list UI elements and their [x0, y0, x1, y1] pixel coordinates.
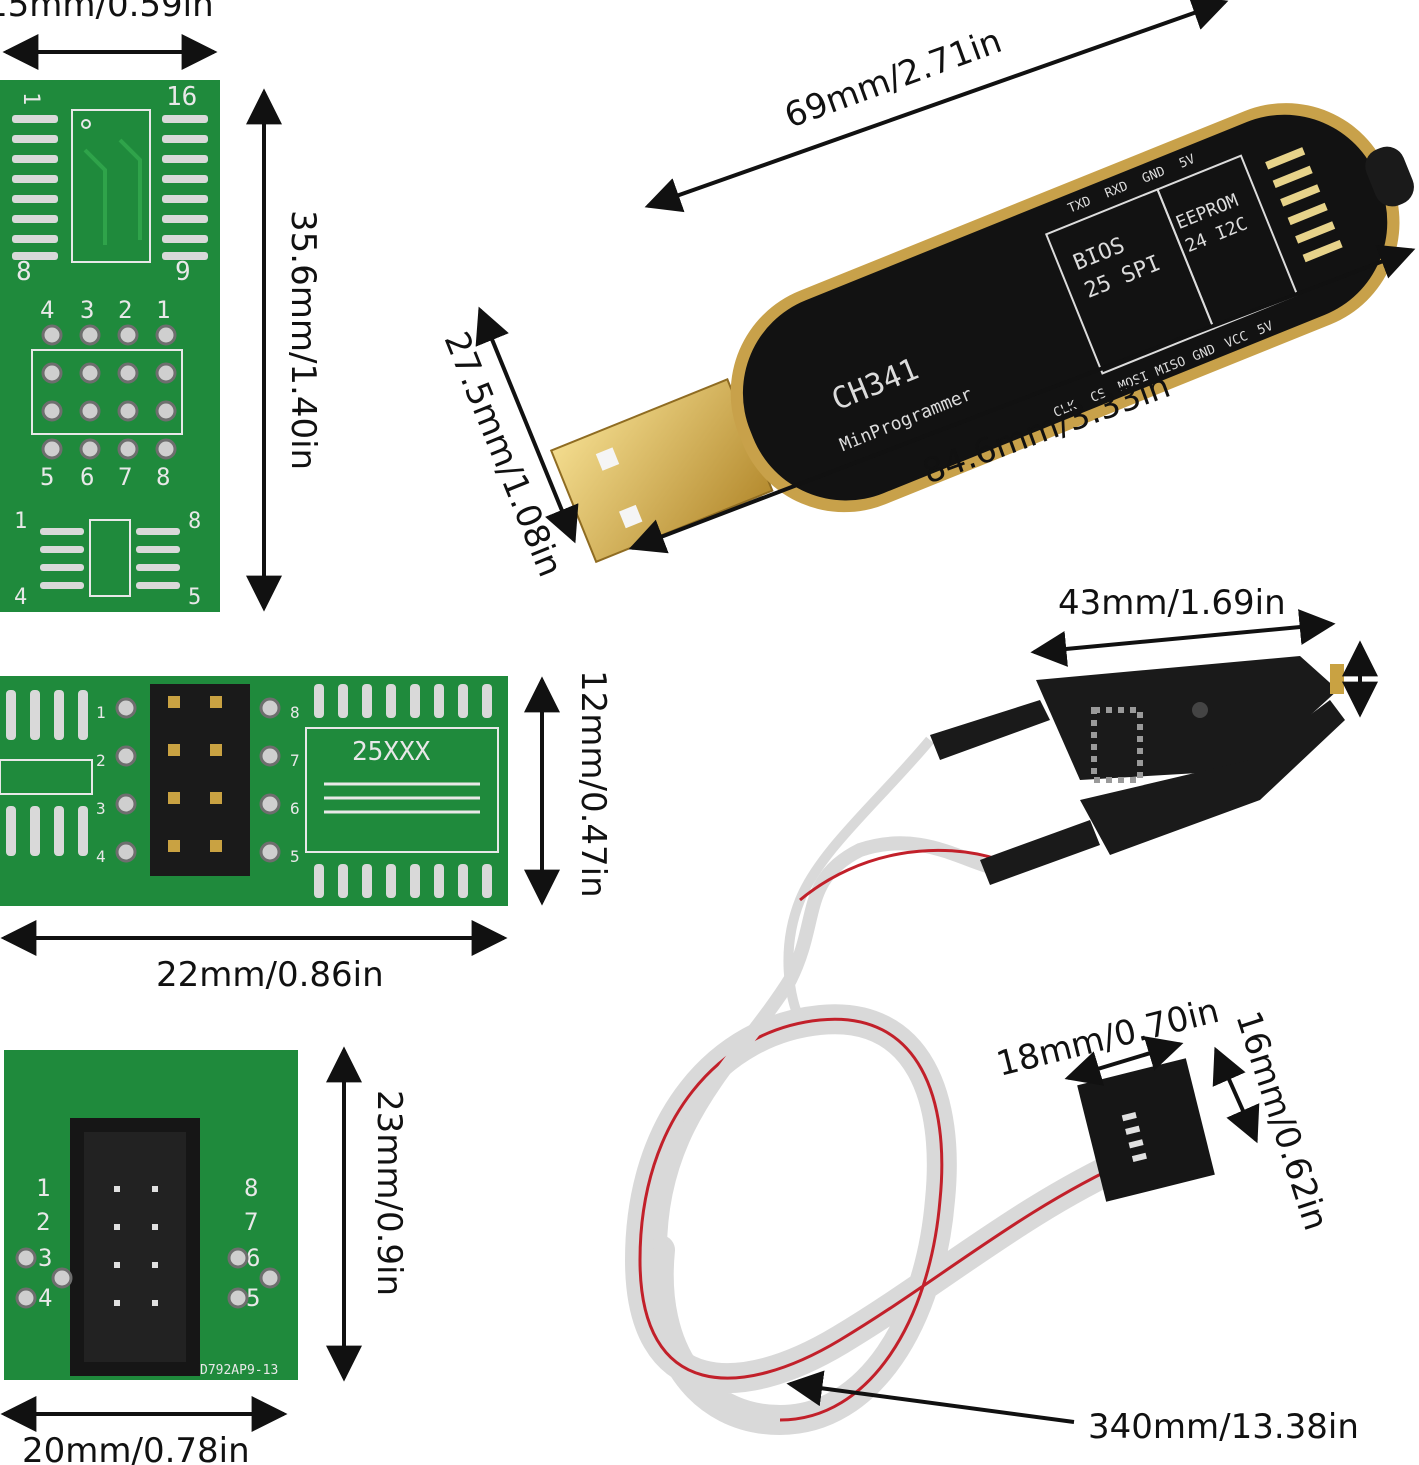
- dim-arrow-usb-width: [475, 306, 579, 544]
- silk-row-top-1: 3: [80, 296, 94, 324]
- silk-b3-left-1: 2: [36, 1208, 50, 1236]
- ribbon-cable: [624, 736, 1145, 1436]
- pcb-body: [0, 676, 508, 906]
- dim-arrow-connector-height: [1212, 1046, 1260, 1144]
- silk-row-top-0: 4: [40, 296, 54, 324]
- silk-row-bottom-1: 6: [80, 463, 94, 491]
- usb-pcb-body: [742, 114, 1388, 501]
- clip-lower-jaw: [1080, 700, 1345, 855]
- dim-board3-width: 20mm/0.78in: [22, 1431, 250, 1465]
- idc-connector: [1077, 1058, 1215, 1202]
- silk-soic-pin5: 5: [188, 585, 201, 610]
- silk-25xxx: 25XXX: [352, 737, 431, 767]
- silk-b2-left-3: 4: [96, 847, 106, 866]
- silk-pin8: 8: [16, 257, 32, 287]
- silk-soic-pin8: 8: [188, 509, 201, 534]
- silk-b2-left-1: 2: [96, 751, 106, 770]
- dim-cable-length: 340mm/13.38in: [1088, 1407, 1359, 1447]
- dim-arrow-usb-body: [644, 0, 1229, 213]
- silk-b2-right-2: 6: [290, 799, 300, 818]
- soic-test-clip: [930, 656, 1345, 885]
- silk-b2-right-3: 5: [290, 847, 300, 866]
- silk-pin1-top: 1: [18, 92, 43, 105]
- sop16-pads-left: [12, 115, 58, 260]
- silk-part-code: D792AP9-13: [200, 1363, 278, 1378]
- dim-clip-length: 43mm/1.69in: [1058, 583, 1286, 623]
- silk-row-bottom-3: 8: [156, 463, 170, 491]
- silk-b2-left-0: 1: [96, 703, 106, 722]
- adapter-board-25xxx: 1 2 3 4 8 7 6 5 25XXX: [0, 676, 508, 906]
- pcb-body: [0, 80, 220, 612]
- silk-b3-right-0: 8: [244, 1174, 258, 1202]
- dim-connector-height: 16mm/0.62in: [1227, 1006, 1335, 1235]
- silk-b3-left-3: 4: [38, 1284, 52, 1312]
- silk-soic-pin4: 4: [14, 585, 27, 610]
- sop16-pads-right: [162, 115, 208, 260]
- adapter-board-dip16: 1 16 8 9 4 3 2 1 5 6 7 8: [0, 80, 220, 612]
- silk-b3-left-0: 1: [36, 1174, 50, 1202]
- dim-arrow-cable-length: [786, 1370, 1075, 1424]
- dim-arrow-clip-length: [1030, 609, 1336, 667]
- silk-row-bottom-2: 7: [118, 463, 132, 491]
- silk-row-top-2: 2: [118, 296, 132, 324]
- clip-upper-jaw: [1036, 656, 1338, 780]
- silk-b3-right-1: 7: [244, 1208, 258, 1236]
- adapter-board-idc: 1 2 3 4 8 7 6 5 D792AP9-13: [4, 1050, 298, 1380]
- soic8-footprint: 1 8 4 5: [14, 509, 201, 610]
- dim-arrow-connector-width: [1064, 1036, 1184, 1086]
- usb-programmer: CH341 MinProgrammer BIOS 25 SPI EEPROM 2…: [549, 103, 1414, 564]
- silk-row-bottom-0: 5: [40, 463, 54, 491]
- dim-board1-width: 15mm/0.59in: [0, 0, 214, 25]
- silk-pin9: 9: [175, 257, 191, 287]
- silk-pin16: 16: [166, 82, 197, 112]
- pin-header: [150, 684, 250, 876]
- dim-board2-height: 12mm/0.47in: [573, 670, 613, 898]
- silk-b3-right-3: 5: [246, 1284, 260, 1312]
- dim-board1-height: 35.6mm/1.40in: [283, 210, 323, 470]
- silk-b2-left-2: 3: [96, 799, 106, 818]
- silk-b2-right-0: 8: [290, 703, 300, 722]
- dip8-header: 4 3 2 1 5 6 7 8: [31, 296, 183, 491]
- jumper-cap: [1365, 146, 1414, 207]
- clip-spring: [1091, 707, 1143, 783]
- silk-b3-right-2: 6: [246, 1244, 260, 1272]
- dim-board3-height: 23mm/0.9in: [369, 1090, 409, 1296]
- silk-soic-pin1: 1: [14, 509, 27, 534]
- sop16-outline: [71, 109, 151, 263]
- dim-board2-width: 22mm/0.86in: [156, 955, 384, 995]
- silk-b3-left-2: 3: [38, 1244, 52, 1272]
- silk-b2-right-1: 7: [290, 751, 300, 770]
- silk-row-top-3: 1: [156, 296, 170, 324]
- dim-arrow-usb-total: [628, 244, 1416, 554]
